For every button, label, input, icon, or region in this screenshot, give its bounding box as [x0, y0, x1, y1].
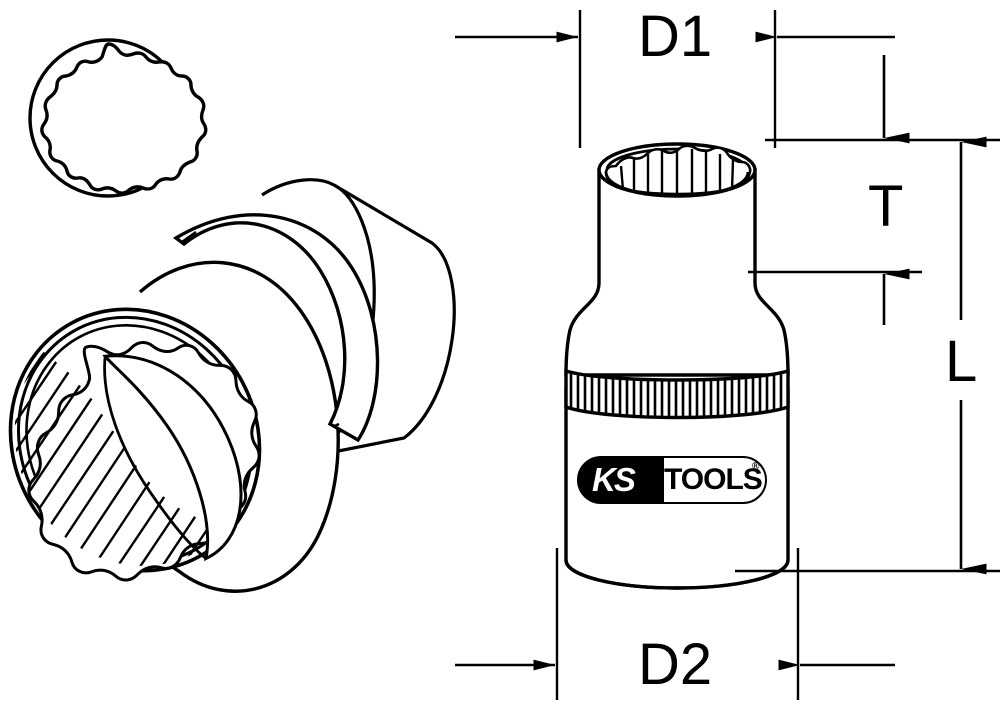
iso-through-bore-back: [103, 356, 207, 560]
view-profile-circle: [28, 38, 208, 198]
ks-tools-logo: [577, 456, 767, 504]
logo-brand-ks: KS: [592, 461, 636, 498]
logo-registered-mark: ®: [752, 461, 760, 472]
dimension-label-d2: D2: [638, 632, 713, 697]
dimension-d1: [455, 10, 895, 148]
dimension-t: [748, 55, 1000, 325]
front-bore-inner-rim: [604, 171, 750, 198]
view-front-socket: [564, 142, 790, 590]
front-12-point-opening: [604, 144, 752, 198]
view-isometric-socket: [0, 178, 456, 609]
logo-tools-plate: [664, 457, 766, 503]
iso-knurl-band-body: [172, 213, 380, 443]
dimension-label-l: L: [945, 329, 978, 394]
front-base-bottom-edge: [564, 559, 790, 590]
dimension-label-d1: D1: [638, 4, 713, 69]
logo-pill-outline: [577, 456, 767, 504]
iso-through-bore: [102, 354, 243, 562]
dimension-l: [735, 136, 1000, 575]
profile-12-point-star: [40, 42, 208, 195]
dimension-d2: [455, 548, 895, 700]
dimension-label-t: T: [868, 174, 904, 239]
logo-brand-tools: TOOLS: [664, 463, 763, 496]
front-bore-flutes: [619, 149, 735, 194]
